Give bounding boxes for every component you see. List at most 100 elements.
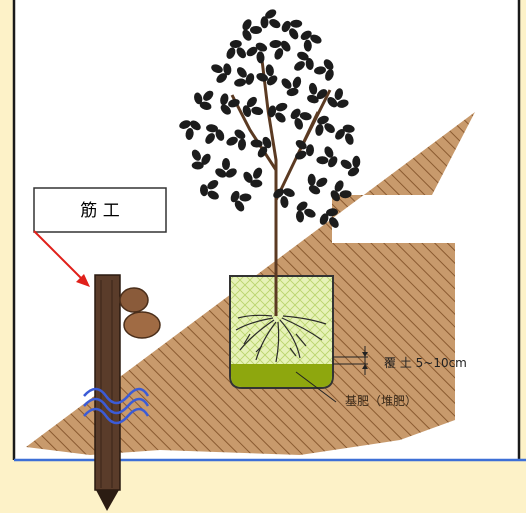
leaf: [203, 90, 214, 101]
leaf: [237, 138, 247, 151]
leaf: [290, 19, 303, 28]
leaf: [281, 20, 291, 33]
leaf: [230, 190, 240, 203]
leaf: [292, 76, 302, 89]
leaf: [234, 200, 245, 212]
leaf: [228, 99, 240, 108]
leaf: [236, 67, 247, 78]
leaf: [324, 146, 334, 158]
planting-pit: [229, 275, 334, 389]
leaf: [260, 16, 269, 29]
leaf: [275, 102, 288, 112]
leaf: [342, 124, 355, 133]
retaining-work-label-box: [33, 187, 167, 233]
tree-icon: [179, 9, 361, 316]
leaf: [257, 146, 268, 158]
leaf: [222, 158, 230, 170]
leaf: [304, 208, 316, 218]
leaf: [352, 155, 361, 168]
leaf: [225, 168, 237, 178]
leaf: [220, 93, 229, 106]
leaf: [273, 188, 284, 199]
leaf: [334, 180, 344, 192]
leaf: [327, 97, 338, 108]
leaf: [329, 217, 339, 228]
stake-icon: [94, 274, 121, 511]
stone-icon: [119, 287, 161, 339]
leaf: [194, 92, 203, 105]
leaf: [211, 64, 223, 74]
fertilizer-layer: [231, 364, 332, 387]
leaf: [205, 133, 215, 144]
leaf: [295, 150, 307, 160]
cover-soil-dimension: [333, 346, 368, 375]
leaf: [307, 173, 316, 186]
base-fertilizer-label: 基肥（堆肥）: [345, 394, 417, 408]
leaf: [234, 129, 246, 140]
leaf: [307, 94, 319, 104]
water-wave-icon: [83, 387, 150, 425]
leaf: [265, 9, 277, 19]
leaf: [328, 156, 338, 168]
leaf: [269, 19, 281, 29]
leaf: [206, 124, 218, 133]
leaf: [191, 161, 204, 170]
leaf: [303, 39, 312, 52]
leaf: [199, 184, 209, 197]
leaf: [330, 190, 340, 202]
leaf: [199, 101, 212, 110]
leaf: [265, 64, 274, 77]
leaf: [226, 136, 238, 146]
leaf: [179, 120, 191, 129]
leaf: [223, 63, 232, 76]
root-zone: [229, 275, 334, 389]
leaf: [253, 167, 263, 179]
leaf: [315, 123, 324, 136]
leaf: [286, 87, 299, 97]
leaf: [215, 129, 225, 141]
leaf: [310, 34, 322, 44]
leaf: [234, 78, 247, 87]
leaf: [280, 40, 291, 52]
leaf: [242, 29, 252, 41]
leaf: [256, 51, 265, 64]
leaf: [274, 48, 284, 60]
leaf: [305, 58, 314, 70]
leaf: [256, 73, 269, 82]
leaf: [229, 39, 242, 49]
cover-soil-label: 覆 土 5~10cm: [384, 356, 467, 370]
leaf: [319, 213, 329, 225]
leaf: [323, 59, 334, 70]
leaf: [191, 149, 201, 161]
tree-foliage: [179, 9, 361, 228]
leaf: [242, 19, 252, 31]
leaf: [190, 120, 201, 131]
leaf: [226, 47, 236, 59]
leaf: [326, 208, 338, 217]
leaf: [289, 28, 299, 40]
leaf: [325, 69, 334, 81]
leaf: [316, 177, 328, 187]
leaf: [269, 39, 282, 49]
leaf: [281, 78, 292, 89]
leaf: [246, 46, 258, 57]
leaf: [339, 190, 352, 199]
leaf: [239, 193, 252, 202]
leaf: [308, 82, 318, 95]
leaf: [262, 136, 272, 149]
leaf: [297, 51, 309, 61]
leaf: [280, 196, 289, 208]
leaf: [207, 190, 219, 200]
leaf: [255, 42, 268, 52]
leaf: [246, 96, 257, 108]
leaf: [334, 88, 343, 100]
leaf: [236, 47, 247, 59]
leaf: [308, 185, 321, 195]
leaf: [295, 139, 307, 150]
leaf: [207, 179, 219, 190]
leaf: [299, 112, 312, 121]
leaf: [250, 179, 263, 188]
leaf: [201, 153, 211, 165]
leaf: [294, 117, 303, 130]
leaf: [324, 123, 335, 134]
